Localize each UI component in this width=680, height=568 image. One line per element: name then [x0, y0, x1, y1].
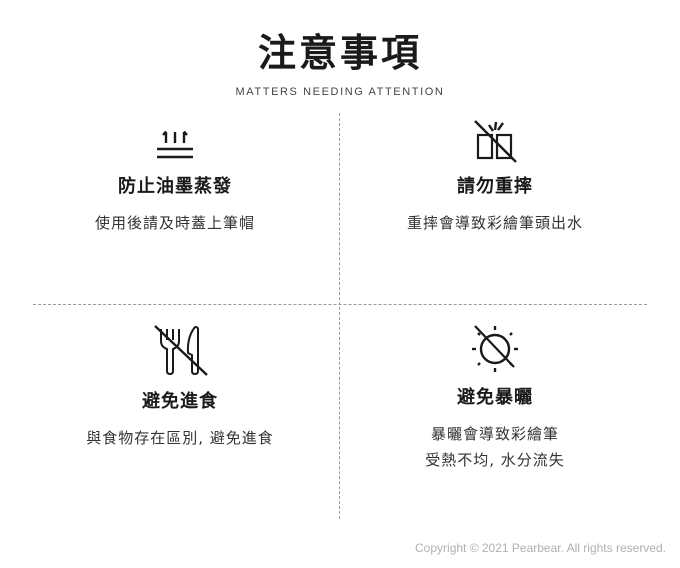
notice-description: 使用後請及時蓋上筆帽 — [94, 214, 255, 232]
notice-description-line: 受熱不均, 水分流失 — [425, 451, 565, 469]
horizontal-divider — [33, 304, 647, 305]
notice-description: 與食物存在區別, 避免進食 — [86, 429, 274, 447]
no-sunlight-icon — [472, 325, 518, 372]
notice-description: 重摔會導致彩繪筆頭出水 — [406, 214, 583, 232]
notice-prevent-evaporation: 防止油墨蒸發 使用後請及時蓋上筆帽 — [25, 128, 325, 236]
notice-description-line: 暴曬會導致彩繪筆 — [430, 425, 559, 443]
notice-no-eating: 避免進食 與食物存在區別, 避免進食 — [30, 323, 330, 451]
page-title: 注意事項 — [257, 31, 422, 75]
notice-title: 防止油墨蒸發 — [118, 176, 232, 197]
no-dropping-icon — [474, 120, 517, 163]
notice-no-dropping: 請勿重摔 重摔會導致彩繪筆頭出水 — [345, 118, 645, 236]
notice-no-sunlight: 避免暴曬 暴曬會導致彩繪筆 受熱不均, 水分流失 — [345, 323, 645, 473]
notice-title: 避免暴曬 — [457, 387, 533, 408]
no-eating-icon — [154, 325, 208, 376]
copyright-text: Copyright © 2021 Pearbear. All rights re… — [415, 541, 666, 555]
vertical-divider — [339, 113, 340, 519]
page-subtitle: MATTERS NEEDING ATTENTION — [235, 86, 445, 98]
notice-title: 請勿重摔 — [457, 176, 533, 197]
notice-title: 避免進食 — [142, 391, 218, 412]
notice-description: 暴曬會導致彩繪筆 受熱不均, 水分流失 — [345, 421, 645, 473]
steam-evaporation-icon — [157, 130, 193, 159]
